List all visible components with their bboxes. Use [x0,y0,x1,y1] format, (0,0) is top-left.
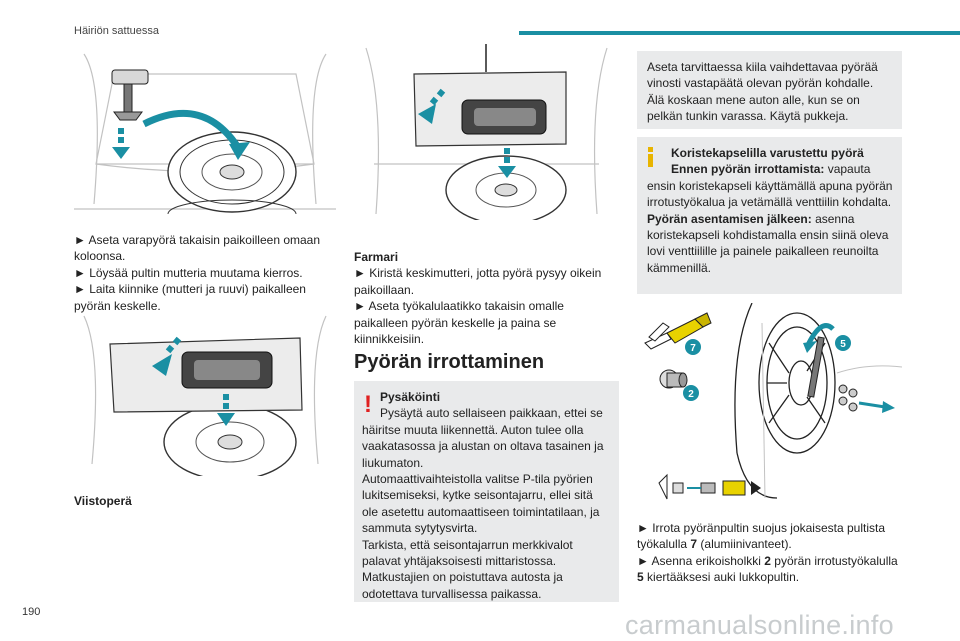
page-number: 190 [22,606,41,618]
col3-steps: ► Irrota pyöränpultin suojus jokaisesta … [637,520,902,586]
after-label: Pyörän asentamisen jälkeen: [647,211,812,226]
badge-5: 5 [840,339,846,350]
warning-icon: ! [364,391,372,418]
toolbox-illustration-hatchback [74,314,336,476]
warning-text: Matkustajien on poistuttava autosta ja o… [362,570,563,601]
header-accent-bar [519,31,960,35]
toolbox-illustration-estate [354,44,619,220]
chock-note-text: Aseta tarvittaessa kiila vaihdettavaa py… [647,60,878,124]
warning-text: Pysäytä auto sellaiseen paikkaan, ettei … [362,406,604,470]
warning-text: Automaattivaihteistolla valitse P-tila p… [362,472,600,536]
subtitle-estate: Farmari [354,250,399,264]
section-title: Häiriön sattuessa [74,25,159,37]
badge-2: 2 [688,389,694,400]
warning-box: ! Pysäköinti Pysäytä auto sellaiseen pai… [354,381,619,602]
step-text: ► Laita kiinnike (mutteri ja ruuvi) paik… [74,282,306,313]
section-heading: Pyörän irrottaminen [354,351,545,373]
warning-text: Tarkista, että seisontajarrun merkkivalo… [362,537,573,569]
hubcap-title: Koristekapselilla varustettu pyörä [671,146,864,160]
step-text: ► Irrota pyöränpultin suojus jokaisesta … [637,521,886,552]
warning-title: Pysäköinti [380,390,441,404]
after-text: asenna koristekapseli kohdistamalla ensi… [647,211,889,275]
step-text: ► Asenna erikoisholkki 2 pyörän irrotust… [637,553,898,585]
col1-steps: ► Aseta varapyörä takaisin paikoilleen o… [74,232,336,314]
badge-7: 7 [690,343,696,354]
watermark: carmanualsonline.info [625,610,894,640]
caption-hatchback: Viistoperä [74,494,132,508]
step-text: ► Aseta työkalulaatikko takaisin omalle … [354,299,564,347]
chock-note-box: Aseta tarvittaessa kiila vaihdettavaa py… [637,51,902,129]
step-text: ► Aseta varapyörä takaisin paikoilleen o… [74,233,321,264]
wheel-removal-illustration: 7 2 5 [637,303,902,503]
step-text: ► Kiristä keskimutteri, jotta pyörä pysy… [354,266,602,297]
info-icon [648,147,653,167]
warning-content: Pysäköinti Pysäytä auto sellaiseen paikk… [362,389,612,602]
before-text: vapauta ensin koristekapseli käyttämällä… [647,162,893,210]
before-label: Ennen pyörän irrottamista: [671,162,825,177]
hubcap-info-box: Koristekapselilla varustettu pyörä Ennen… [637,137,902,294]
spare-wheel-illustration [74,44,336,214]
col2-steps: Farmari ► Kiristä keskimutteri, jotta py… [354,249,619,347]
step-text: ► Löysää pultin mutteria muutama kierros… [74,265,303,280]
